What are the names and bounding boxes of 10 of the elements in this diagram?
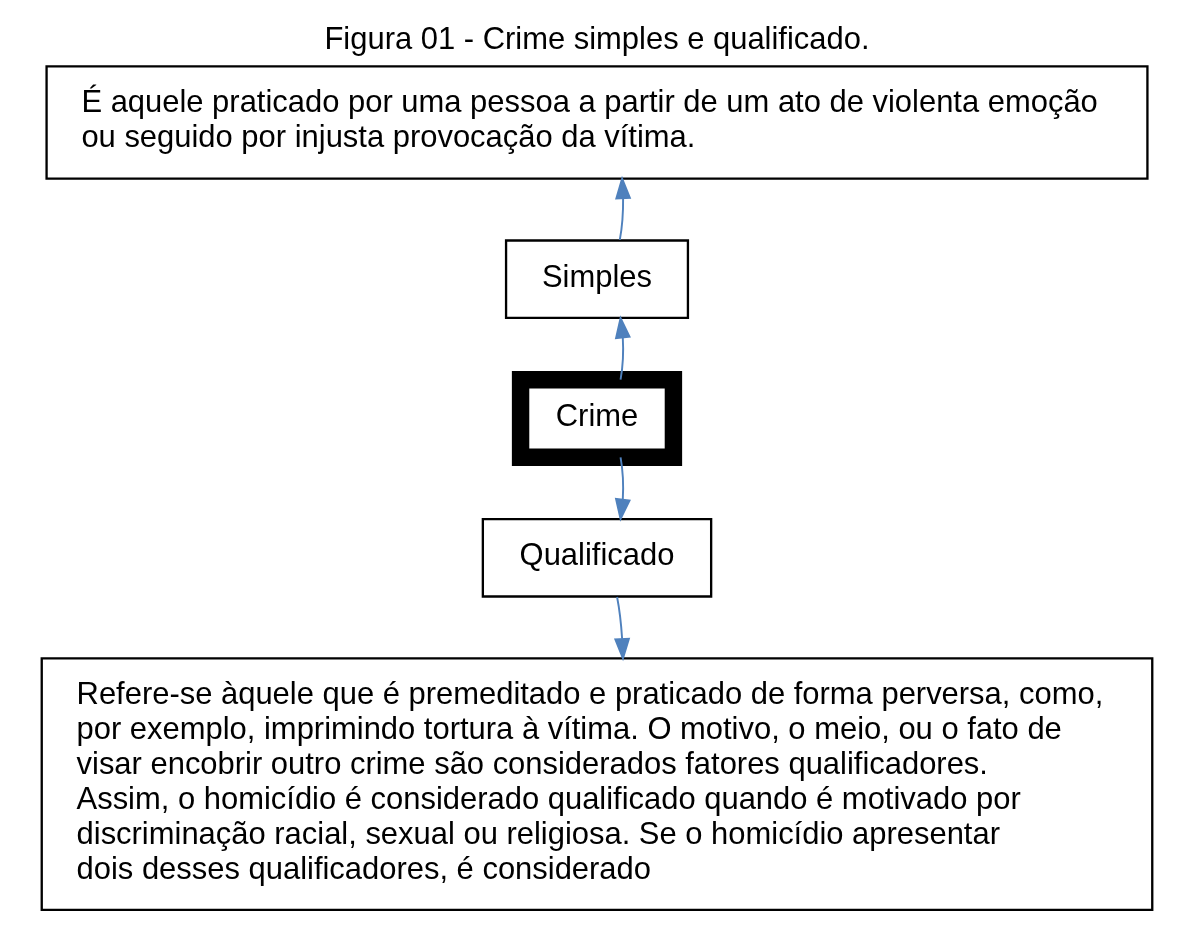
node-box: Qualificado — [481, 517, 712, 598]
diagram-title: Figura 01 - Crime simples e qualificado. — [323, 20, 870, 56]
node-box: Simples — [504, 239, 689, 320]
arrow — [614, 315, 631, 381]
arrow — [613, 596, 630, 662]
arrow — [614, 456, 631, 522]
arrow — [614, 175, 631, 241]
node-box: É aquele praticado por uma pessoa a partir de um ato de violenta emoção ou seguido por injusta provocação da vítima. — [44, 65, 1149, 180]
node-box: Crime — [511, 371, 682, 466]
node-box: Refere-se àquele que é premeditado e praticado de forma perversa, como, por exemplo, imprimindo tortura à vítima. O motivo, o meio, ou o fato de visar encobrir outro crime são considerados fatores qualificadores. Assim, o homicídio é considerado qualificado quando é motivado por discriminação racial, sexual ou religiosa. Se o homicídio apresentar dois desses qualificadores, é considerado — [40, 657, 1153, 912]
